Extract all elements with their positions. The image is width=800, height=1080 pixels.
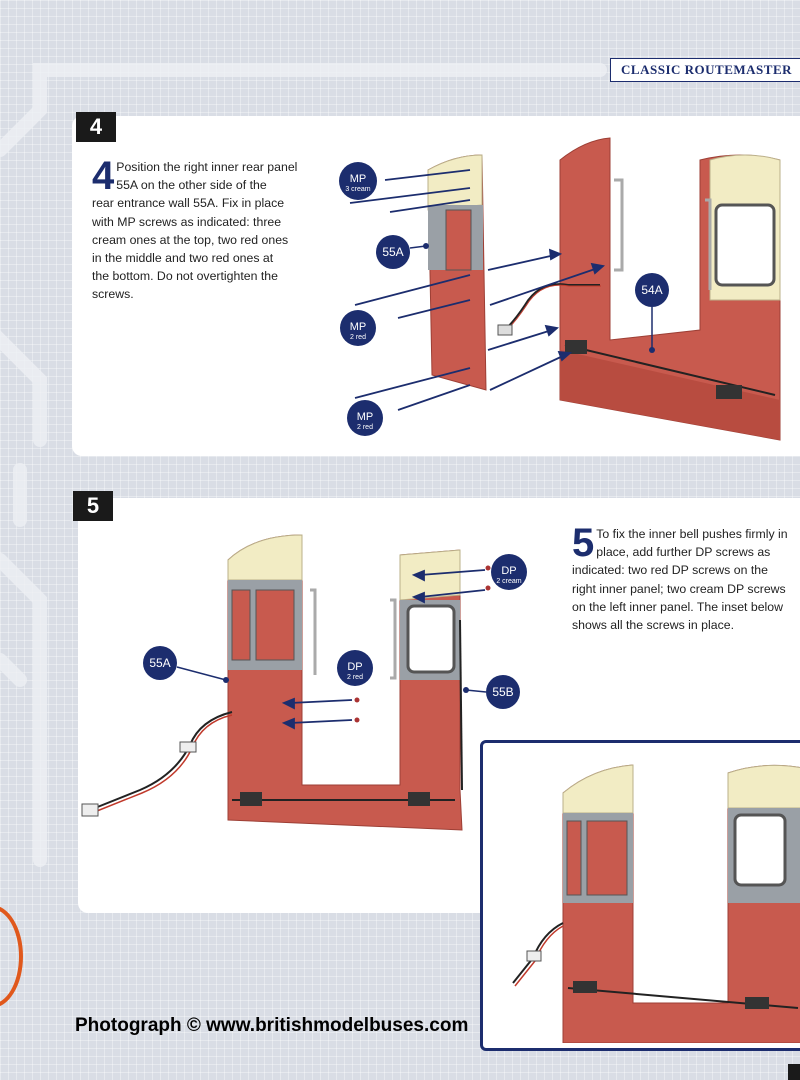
step-5-screw-arrows (281, 569, 486, 730)
rear-entrance-wall-54A (559, 137, 781, 441)
inset-screws-in-place (480, 740, 800, 1051)
step-5-number: 5 (73, 491, 113, 521)
label-dp-2-cream: DP 2 cream (491, 554, 527, 590)
svg-text:55A: 55A (149, 656, 170, 670)
label-part-55A: 55A (143, 646, 229, 683)
svg-text:55B: 55B (492, 685, 513, 699)
step-4-instructions: 4 Position the right inner rear panel 55… (92, 154, 322, 304)
label-mp-2-red-bottom: MP 2 red (347, 400, 383, 436)
step-4-line: screws. (92, 287, 134, 302)
step-4-line: in the middle and two red ones at (92, 251, 274, 266)
label-mp-3-cream: MP 3 cream (339, 162, 377, 200)
svg-text:2 red: 2 red (357, 424, 373, 431)
series-header-tag: CLASSIC ROUTEMASTER (610, 58, 800, 82)
step-4-line: Position the right inner rear panel (116, 160, 298, 174)
step-4-line: cream ones at the top, two red ones (92, 232, 289, 247)
step-5-instructions: 5 To fix the inner bell pushes firmly in… (572, 521, 800, 634)
svg-text:2 red: 2 red (350, 334, 366, 341)
step-5-line: place, add further DP screws as (596, 545, 771, 560)
step-5-line: shows all the screws in place. (572, 618, 734, 633)
label-part-55A: 55A (376, 235, 429, 269)
step-4-line: 55A on the other side of the (116, 178, 267, 193)
svg-text:2 red: 2 red (347, 674, 363, 681)
assembly-55A-55B (227, 534, 463, 831)
label-part-55B: 55B (463, 675, 520, 709)
svg-text:3 cream: 3 cream (345, 186, 370, 193)
svg-text:2 cream: 2 cream (496, 578, 521, 585)
label-mp-2-red-middle: MP 2 red (340, 310, 376, 346)
svg-text:MP: MP (350, 173, 367, 185)
label-dp-2-red: DP 2 red (337, 650, 373, 686)
svg-text:54A: 54A (641, 283, 662, 297)
step-4-screw-arrows (349, 169, 605, 411)
svg-text:MP: MP (357, 411, 374, 423)
svg-text:55A: 55A (382, 245, 403, 259)
page-edge-tab (788, 1064, 800, 1080)
step-4-line: rear entrance wall 55A. Fix in place (92, 196, 285, 211)
step-5-line: indicated: two red DP screws on the (572, 563, 768, 578)
step-4-line: with MP screws as indicated: three (92, 214, 282, 229)
svg-text:DP: DP (347, 661, 362, 673)
step-5-line: on the left inner panel. The inset below (572, 599, 784, 614)
step-5-line: right inner panel; two cream DP screws (572, 581, 786, 596)
photo-credit-watermark: Photograph © www.britishmodelbuses.com (75, 1015, 469, 1036)
inner-rear-panel-55A (427, 154, 487, 391)
step-5-drop-digit: 5 (572, 521, 595, 565)
inset-diagram (512, 764, 800, 1044)
step-4-drop-digit: 4 (92, 154, 115, 198)
svg-text:MP: MP (350, 321, 367, 333)
step-4-line: the bottom. Do not overtighten the (92, 269, 278, 284)
label-part-54A: 54A (635, 273, 669, 353)
svg-text:DP: DP (501, 565, 516, 577)
step-4-number: 4 (76, 112, 116, 142)
step-5-line: To fix the inner bell pushes firmly in (596, 527, 788, 541)
